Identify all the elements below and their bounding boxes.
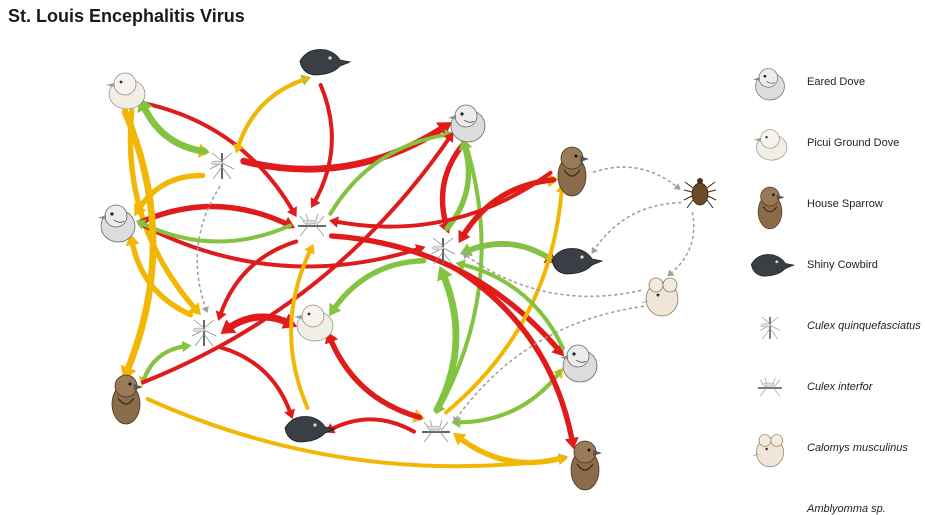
edge-quinq-2-to-picui-2 xyxy=(329,261,424,316)
legend-label-culex-quinquefasciatus: Culex quinquefasciatus xyxy=(807,320,921,332)
edge-line xyxy=(140,222,290,241)
arrowhead xyxy=(182,341,192,352)
arrowhead xyxy=(329,216,339,227)
edge-line xyxy=(313,85,332,204)
edge-sparrow-3-to-interfor-2 xyxy=(453,433,563,463)
eared-dove-node xyxy=(98,205,135,242)
edge-tick-1-to-mouse-1 xyxy=(667,213,693,277)
picui-ground-dove-node xyxy=(106,73,145,109)
edge-cowbird-1-to-quinq-1 xyxy=(233,79,306,154)
arrowhead xyxy=(667,270,674,277)
edge-picui-1-to-interfor-1 xyxy=(143,103,297,217)
legend-culex-interfor-icon xyxy=(758,378,782,397)
edge-line xyxy=(465,244,552,260)
edge-sparrow-2-to-quinq-3 xyxy=(143,341,192,382)
edge-line xyxy=(329,337,419,418)
edge-line xyxy=(237,79,306,150)
edge-line xyxy=(244,126,447,169)
legend-label-amblyomma: Amblyomma sp. xyxy=(807,503,886,515)
legend-shiny-cowbird-icon xyxy=(751,255,794,277)
edge-sparrow-1-to-interfor-1 xyxy=(329,173,551,228)
house-sparrow-node xyxy=(558,147,589,196)
legend-eared-dove-icon xyxy=(753,69,784,100)
edge-line xyxy=(458,436,564,462)
edge-cowbird-2-to-quinq-2 xyxy=(460,243,552,260)
edges-layer xyxy=(121,75,694,466)
edge-line xyxy=(237,79,306,150)
edge-cowbird-1-to-interfor-1 xyxy=(311,85,332,208)
edge-picui-2-to-interfor-2 xyxy=(329,337,425,423)
edge-sparrow-1-to-tick-1 xyxy=(594,167,681,190)
edge-tick-1-to-cowbird-2 xyxy=(592,203,681,254)
legend-calomys-musculinus-icon xyxy=(753,435,784,467)
edge-eared-3-to-interfor-2 xyxy=(451,372,560,429)
legend-label-picui-ground-dove: Picui Ground Dove xyxy=(807,137,899,149)
house-sparrow-node xyxy=(112,375,143,424)
transmission-diagram xyxy=(0,0,925,497)
legend-label-calomys-musculinus: Calomys musculinus xyxy=(807,442,908,454)
shiny-cowbird-node xyxy=(285,416,335,442)
legend-label-shiny-cowbird: Shiny Cowbird xyxy=(807,259,878,271)
edge-line xyxy=(329,419,414,431)
edge-line xyxy=(437,272,456,410)
edge-interfor-1-to-eared-2 xyxy=(136,219,290,241)
edge-line xyxy=(456,372,560,423)
calomys-musculinus-node xyxy=(642,278,678,316)
edge-eared-2-to-interfor-1 xyxy=(140,207,295,230)
legend-label-culex-interfor: Culex interfor xyxy=(807,381,872,393)
edge-quinq-3-to-eared-2 xyxy=(126,234,191,315)
legend-label-house-sparrow: House Sparrow xyxy=(807,198,883,210)
eared-dove-node xyxy=(448,105,485,142)
edge-line xyxy=(220,347,291,415)
edge-quinq-3-to-cowbird-3 xyxy=(220,347,295,419)
legend-label-eared-dove: Eared Dove xyxy=(807,76,865,88)
culex-quinquefasciatus-node xyxy=(192,320,216,346)
arrowhead xyxy=(592,247,598,254)
edge-line xyxy=(455,268,573,443)
edge-interfor-2-to-picui-2 xyxy=(325,331,420,417)
edge-line xyxy=(140,207,290,226)
culex-interfor-node xyxy=(298,214,326,236)
nodes-layer xyxy=(98,49,716,490)
edge-interfor-1-to-quinq-3 xyxy=(216,241,297,321)
edge-line xyxy=(593,203,681,252)
edge-interfor-2-to-cowbird-3 xyxy=(325,419,414,433)
legend-picui-ground-dove-icon xyxy=(754,130,787,161)
edge-line xyxy=(329,337,419,418)
edge-picui-1-to-sparrow-2 xyxy=(121,112,153,380)
legend xyxy=(751,69,794,497)
picui-ground-dove-node xyxy=(294,305,333,341)
edge-interfor-2-to-quinq-2 xyxy=(437,266,456,410)
edge-interfor-1-to-eared-1 xyxy=(330,129,454,214)
edge-line xyxy=(132,239,191,314)
edge-line xyxy=(594,167,679,188)
edge-quinq-1-to-cowbird-1 xyxy=(237,75,311,150)
edge-quinq-1-to-eared-1 xyxy=(244,122,452,169)
amblyomma-node xyxy=(684,178,716,208)
arrowhead xyxy=(462,253,469,260)
eared-dove-node xyxy=(560,345,597,382)
house-sparrow-node xyxy=(571,441,602,490)
edge-line xyxy=(670,213,694,275)
legend-culex-quinquefasciatus-icon xyxy=(760,317,780,339)
culex-interfor-node xyxy=(422,420,450,442)
legend-house-sparrow-icon xyxy=(758,187,784,229)
edge-sparrow-2-to-sparrow-3 xyxy=(148,399,568,466)
edge-quinq-1-to-picui-1 xyxy=(137,97,204,151)
culex-quinquefasciatus-node xyxy=(210,153,234,179)
shiny-cowbird-node xyxy=(300,49,350,75)
edge-line xyxy=(330,134,449,214)
edge-line xyxy=(332,261,424,312)
